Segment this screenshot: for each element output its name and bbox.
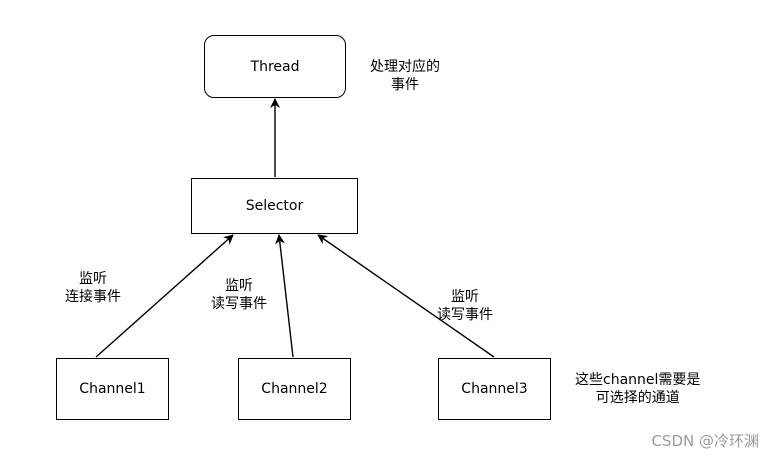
thread-node: Thread: [204, 35, 346, 98]
channels-note: 这些channel需要是 可选择的通道: [575, 371, 700, 407]
edge-channel3-to-selector: [317, 234, 495, 358]
edge-label-channel1-line1: 监听: [79, 271, 107, 287]
edge-label-channel1: 监听 连接事件: [65, 270, 121, 306]
channels-note-line2: 可选择的通道: [595, 390, 680, 406]
selector-node-label: Selector: [245, 198, 304, 214]
edge-label-channel3: 监听 读写事件: [437, 288, 493, 324]
edge-label-channel3-line1: 监听: [451, 289, 479, 305]
edge-label-channel2: 监听 读写事件: [211, 277, 267, 313]
channel3-node-label: Channel3: [461, 381, 528, 397]
csdn-watermark: CSDN @冷环渊: [651, 432, 759, 450]
edge-label-channel2-line1: 监听: [225, 278, 253, 294]
channel3-node: Channel3: [438, 358, 551, 420]
channel2-node-label: Channel2: [261, 381, 328, 397]
edge-label-channel1-line2: 连接事件: [65, 289, 121, 305]
thread-note-line1: 处理对应的: [370, 59, 440, 75]
channel1-node-label: Channel1: [79, 381, 146, 397]
channel2-node: Channel2: [238, 358, 351, 420]
edge-channel2-to-selector: [275, 234, 294, 358]
edge-label-channel2-line2: 读写事件: [211, 296, 267, 312]
thread-note-line2: 事件: [391, 77, 419, 93]
edge-label-channel3-line2: 读写事件: [437, 307, 493, 323]
thread-note: 处理对应的 事件: [370, 58, 440, 94]
thread-node-label: Thread: [250, 58, 300, 75]
edge-channel1-to-selector: [95, 234, 234, 358]
selector-node: Selector: [191, 178, 358, 234]
channel1-node: Channel1: [56, 358, 169, 420]
channels-note-line1: 这些channel需要是: [575, 372, 701, 388]
